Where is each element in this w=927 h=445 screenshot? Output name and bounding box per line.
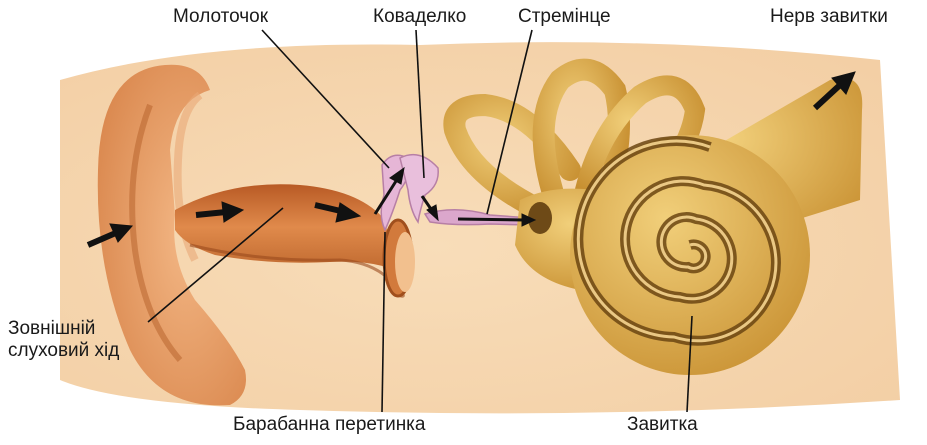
label-ear-canal: Зовнішній слуховий хід — [8, 318, 119, 362]
label-cochlea: Завитка — [627, 414, 698, 436]
label-eardrum: Барабанна перетинка — [233, 414, 425, 436]
label-cochlear-nerve: Нерв завитки — [770, 6, 888, 28]
label-ear-canal-line1: Зовнішній — [8, 318, 119, 340]
label-incus: Коваделко — [373, 6, 466, 28]
eardrum-cavity — [395, 232, 415, 292]
label-stapes: Стремінце — [518, 6, 611, 28]
label-malleus: Молоточок — [173, 6, 268, 28]
label-ear-canal-line2: слуховий хід — [8, 340, 119, 362]
